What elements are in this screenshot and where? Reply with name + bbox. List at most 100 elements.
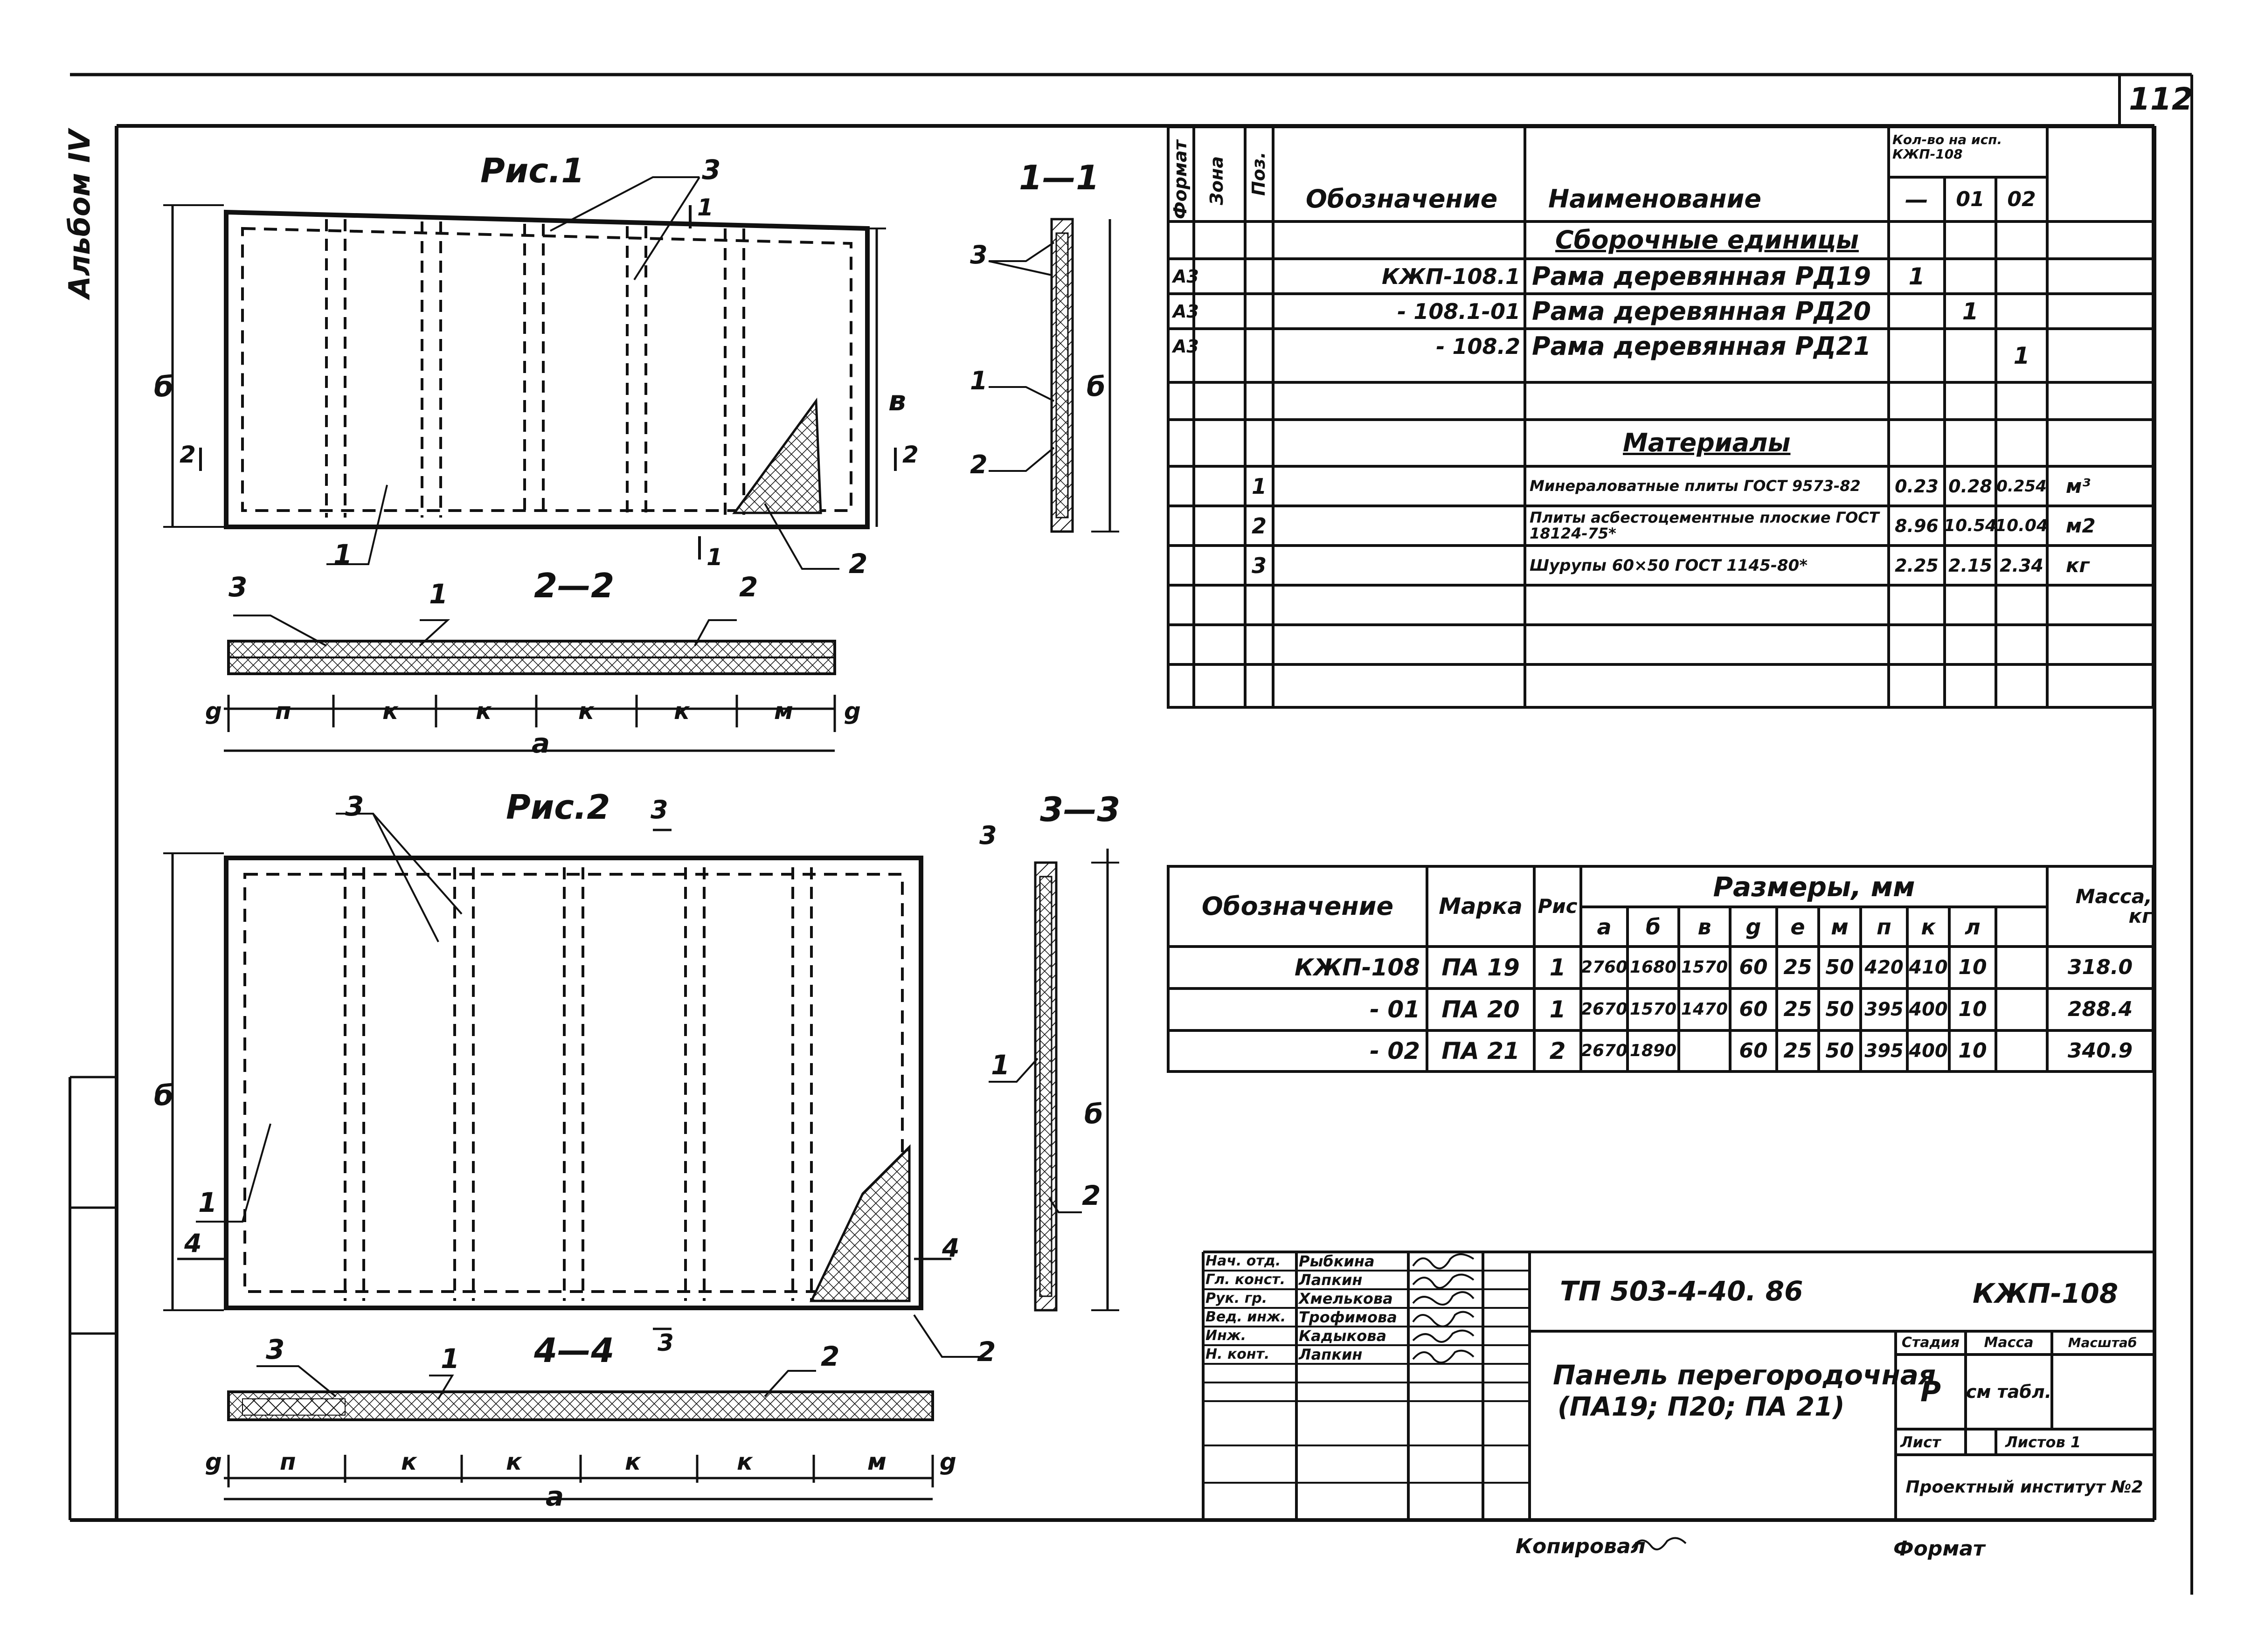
s22-dim-a: а bbox=[532, 727, 550, 759]
size-col-v: в bbox=[1697, 914, 1711, 940]
size-row2-mark: ПА 20 bbox=[1441, 996, 1520, 1023]
tb-mass-label: Масса bbox=[1984, 1334, 2034, 1351]
spec-table-grid bbox=[1167, 125, 2154, 709]
s22-dim-g-right: g bbox=[844, 698, 861, 725]
s44-dim-k1: к bbox=[401, 1448, 417, 1475]
s44-dim-n: п bbox=[280, 1448, 296, 1475]
s44-callout-2: 2 bbox=[821, 1341, 840, 1372]
tb-sheets-label: Листов 1 bbox=[2005, 1433, 2081, 1451]
tb-doc-code: ТП 503-4-40. 86 bbox=[1560, 1275, 1803, 1307]
s22-dim-k4: к bbox=[674, 698, 690, 725]
album-label: Альбом IV bbox=[62, 130, 97, 298]
s44-dim-k3: к bbox=[625, 1448, 641, 1475]
size-row3-k: 400 bbox=[1909, 1040, 1948, 1062]
spec-header-qty-dash: — bbox=[1905, 186, 1928, 213]
fig1-section-2-left: 2 bbox=[180, 441, 196, 468]
spec-mat2-q2: 10.04 bbox=[1995, 516, 2048, 535]
size-row1-designation: КЖП-108 bbox=[1294, 954, 1420, 981]
section-4-4-title: 4—4 bbox=[534, 1331, 615, 1370]
fig1-section-1-bottom: 1 bbox=[706, 544, 723, 571]
fig1-section-1-top: 1 bbox=[697, 194, 713, 221]
s22-dim-n: п bbox=[275, 698, 291, 725]
tb-name-3: Хмелькова bbox=[1299, 1290, 1393, 1307]
s33-callout-2: 2 bbox=[1082, 1180, 1101, 1211]
s33-callout-1: 1 bbox=[991, 1049, 1010, 1081]
fig1-dim-v: в bbox=[888, 385, 906, 417]
fig1-title: Рис.1 bbox=[480, 151, 585, 190]
fig1-callout-2: 2 bbox=[849, 548, 868, 580]
size-row1-e: 25 bbox=[1783, 955, 1812, 979]
s22-dim-k3: к bbox=[578, 698, 594, 725]
tb-name-2: Лапкин bbox=[1299, 1271, 1363, 1289]
size-row3-mark: ПА 21 bbox=[1441, 1037, 1520, 1064]
fig2-section-3-bottom: 3 bbox=[658, 1329, 674, 1356]
fig1-callout-1: 1 bbox=[333, 539, 353, 570]
format-label: Формат bbox=[1893, 1537, 1985, 1561]
tb-doc-mark: КЖП-108 bbox=[1973, 1278, 2119, 1309]
tb-name-5: Кадыкова bbox=[1299, 1327, 1387, 1345]
size-col-b: б bbox=[1645, 914, 1661, 940]
spec-mat3-q0: 2.25 bbox=[1895, 555, 1939, 576]
size-row2-n: 395 bbox=[1864, 999, 1904, 1020]
tb-title-line2: (ПА19; П20; ПА 21) bbox=[1558, 1392, 1845, 1422]
spec-row3-format: А3 bbox=[1173, 336, 1199, 357]
fig1-section-2-right: 2 bbox=[902, 441, 919, 468]
size-row1-k: 410 bbox=[1909, 957, 1948, 978]
size-header-sizes: Размеры, мм bbox=[1713, 871, 1915, 903]
s22-dim-k2: к bbox=[476, 698, 492, 725]
size-row3-designation: - 02 bbox=[1370, 1037, 1420, 1064]
spec-header-format: Формат bbox=[1170, 140, 1191, 219]
size-row2-m: 50 bbox=[1825, 997, 1854, 1021]
fig2-dim-b: б bbox=[154, 1079, 173, 1112]
size-row3-fig: 2 bbox=[1549, 1037, 1566, 1064]
spec-section-materials: Материалы bbox=[1623, 428, 1791, 457]
fig2-panel bbox=[163, 813, 979, 1358]
spec-row1-q0: 1 bbox=[1908, 263, 1925, 290]
s33-dim-b: б bbox=[1084, 1098, 1103, 1130]
page-number: 112 bbox=[2129, 81, 2193, 117]
size-row3-l: 10 bbox=[1958, 1039, 1987, 1063]
fig2-section-4-left: 4 bbox=[184, 1229, 202, 1258]
section-3-3-title: 3—3 bbox=[1040, 790, 1121, 829]
tb-mass-value: см табл. bbox=[1966, 1382, 2052, 1402]
spec-mat1-q2: 0.254 bbox=[1996, 477, 2047, 496]
spec-header-qty: Кол-во на исп. КЖП-108 bbox=[1892, 132, 2002, 162]
fig2-callout-2: 2 bbox=[977, 1336, 996, 1368]
s22-callout-2: 2 bbox=[739, 571, 758, 603]
size-col-g: g bbox=[1745, 914, 1761, 940]
size-row2-designation: - 01 bbox=[1370, 996, 1420, 1023]
tb-name-4: Трофимова bbox=[1299, 1308, 1397, 1326]
size-row2-e: 25 bbox=[1783, 997, 1812, 1021]
spec-mat3-pos: 3 bbox=[1251, 553, 1267, 578]
size-row2-g: 60 bbox=[1739, 997, 1768, 1021]
spec-row2-format: А3 bbox=[1173, 301, 1199, 322]
spec-header-zone: Зона bbox=[1206, 156, 1227, 205]
size-row2-a: 2670 bbox=[1580, 1000, 1628, 1019]
size-row2-k: 400 bbox=[1909, 999, 1948, 1020]
size-header-designation: Обозначение bbox=[1201, 892, 1394, 921]
section-2-2-title: 2—2 bbox=[534, 566, 615, 605]
fig2-title: Рис.2 bbox=[506, 788, 610, 827]
s44-callout-3: 3 bbox=[266, 1334, 285, 1365]
s44-dim-a: а bbox=[546, 1480, 564, 1512]
size-row3-b: 1890 bbox=[1629, 1041, 1677, 1060]
size-row3-mass: 340.9 bbox=[2067, 1039, 2133, 1063]
s44-dim-m: м bbox=[867, 1448, 887, 1475]
size-col-a: а bbox=[1597, 914, 1612, 940]
size-row1-v: 1570 bbox=[1681, 958, 1728, 977]
size-row3-m: 50 bbox=[1825, 1039, 1854, 1063]
size-row2-v: 1470 bbox=[1681, 1000, 1728, 1019]
spec-mat2-name: Плиты асбестоцементные плоские ГОСТ 1812… bbox=[1530, 508, 1879, 542]
size-col-e: е bbox=[1790, 914, 1805, 940]
spec-header-qty-01: 01 bbox=[1956, 187, 1985, 211]
spec-mat1-q1: 0.28 bbox=[1948, 476, 1992, 497]
spec-mat2-q0: 8.96 bbox=[1895, 515, 1939, 536]
tb-stage-value: Р bbox=[1920, 1376, 1941, 1408]
size-col-l: л bbox=[1965, 914, 1981, 940]
s44-dim-k2: к bbox=[506, 1448, 522, 1475]
size-row3-e: 25 bbox=[1783, 1039, 1812, 1063]
s44-dim-k4: к bbox=[737, 1448, 753, 1475]
spec-header-pos: Поз. bbox=[1248, 152, 1269, 196]
size-col-k: к bbox=[1921, 914, 1936, 940]
